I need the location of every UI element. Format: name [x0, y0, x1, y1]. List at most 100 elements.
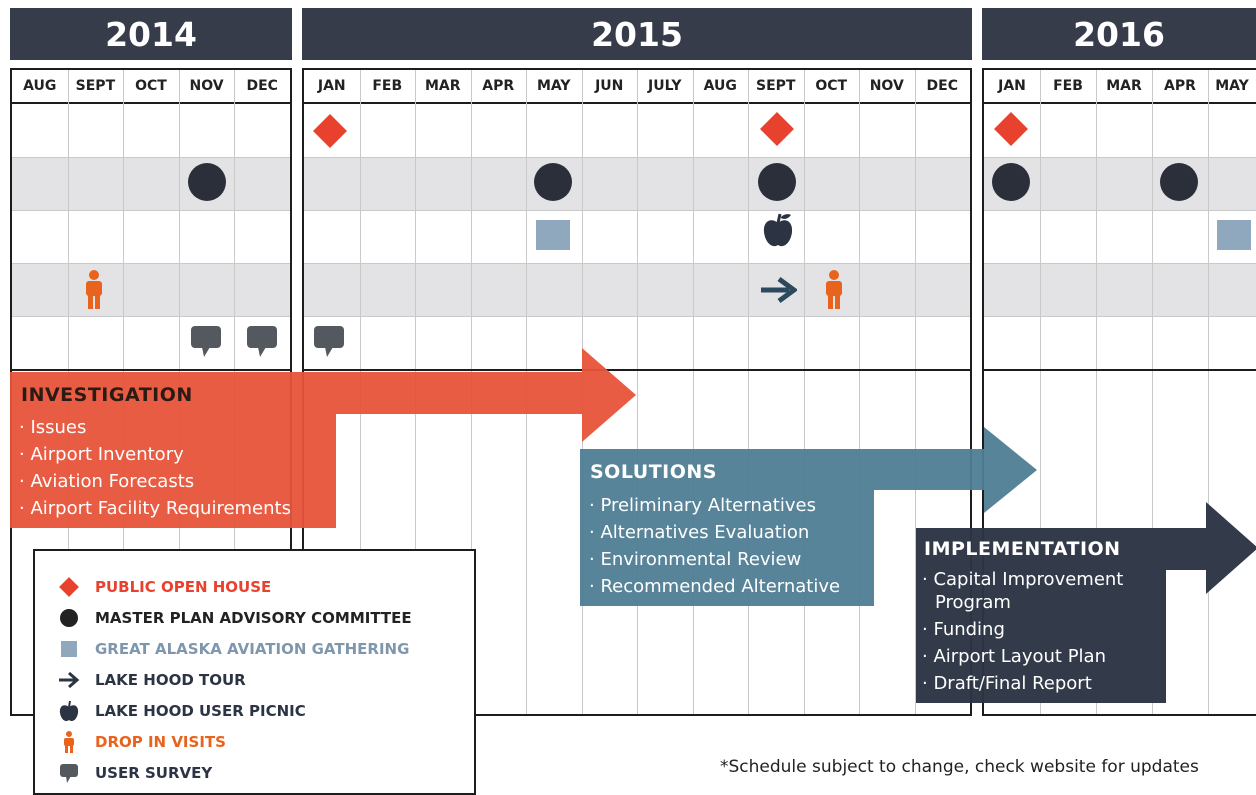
month-label: NOV [859, 70, 915, 104]
grid-column-line [748, 70, 749, 714]
grid-column-line [1208, 70, 1209, 714]
person-icon [826, 270, 842, 309]
legend: PUBLIC OPEN HOUSE MASTER PLAN ADVISORY C… [33, 549, 476, 795]
person-icon [86, 270, 102, 309]
solutions-item: · Recommended Alternative [589, 576, 841, 597]
grid-row-line [984, 157, 1256, 158]
solutions-item: · Preliminary Alternatives [589, 495, 816, 516]
investigation-item: · Airport Inventory [19, 444, 184, 465]
footnote: *Schedule subject to change, check websi… [720, 757, 1199, 777]
apple-icon [763, 213, 793, 247]
arrow-icon [761, 276, 797, 304]
legend-row-advisory-committee: MASTER PLAN ADVISORY COMMITTEE [57, 605, 412, 631]
month-label: MAR [415, 70, 471, 104]
investigation-item: · Aviation Forecasts [19, 471, 195, 492]
grid-column-line [914, 70, 916, 714]
grid-column-line [803, 70, 805, 714]
legend-row-user-survey: USER SURVEY [57, 760, 212, 786]
legend-row-lake-hood-tour: LAKE HOOD TOUR [57, 667, 246, 693]
solutions-item: · Environmental Review [589, 549, 802, 570]
solutions-arrow [580, 427, 1037, 606]
circle-icon [57, 606, 81, 630]
legend-row-drop-in: DROP IN VISITS [57, 729, 226, 755]
legend-row-picnic: LAKE HOOD USER PICNIC [57, 698, 306, 724]
legend-label: GREAT ALASKA AVIATION GATHERING [95, 640, 410, 658]
grid-column-line [692, 70, 694, 714]
implementation-arrow [916, 502, 1256, 703]
month-label: JAN [304, 70, 360, 104]
grid-row-line [12, 157, 290, 158]
implementation-item: · Funding [922, 619, 1005, 640]
grid-row-line [12, 210, 290, 211]
person-icon [57, 730, 81, 754]
grid-row-line [304, 157, 970, 158]
speech-bubble-icon [314, 326, 344, 357]
grid-column-line [859, 70, 860, 714]
implementation-item: · Airport Layout Plan [922, 646, 1106, 667]
month-label: JUN [581, 70, 637, 104]
month-label: FEB [1040, 70, 1096, 104]
speech-bubble-icon [247, 326, 277, 357]
legend-label: DROP IN VISITS [95, 733, 226, 751]
circle-icon [992, 163, 1030, 201]
investigation-item: · Issues [19, 417, 87, 438]
year-header-2015: 2015 [302, 8, 972, 60]
month-label: MAY [1208, 70, 1256, 104]
grid-row-line [984, 263, 1256, 264]
month-label: FEB [359, 70, 415, 104]
solutions-title: SOLUTIONS [590, 461, 717, 483]
legend-label: USER SURVEY [95, 764, 213, 782]
month-label: APR [470, 70, 526, 104]
investigation-arrow [10, 348, 636, 528]
month-label: AUG [12, 70, 68, 104]
month-label: AUG [692, 70, 748, 104]
year-header-2016: 2016 [982, 8, 1256, 60]
implementation-item: · Capital Improvement [922, 569, 1124, 590]
year-header-2014: 2014 [10, 8, 292, 60]
grid-shade-row [984, 263, 1256, 316]
implementation-item: Program [935, 592, 1011, 613]
arrow-icon [57, 668, 81, 692]
circle-icon [188, 163, 226, 201]
square-icon [1217, 220, 1251, 250]
circle-icon [1160, 163, 1198, 201]
month-label: DEC [914, 70, 970, 104]
grid-row-line [304, 369, 970, 371]
month-label: OCT [123, 70, 179, 104]
implementation-title: IMPLEMENTATION [924, 538, 1121, 560]
grid-row-line [12, 369, 290, 371]
grid-shade-row [12, 157, 290, 210]
speech-bubble-icon [57, 761, 81, 785]
legend-row-aviation-gathering: GREAT ALASKA AVIATION GATHERING [57, 636, 409, 662]
apple-icon [57, 699, 81, 723]
grid-row-line [304, 210, 970, 211]
legend-label: PUBLIC OPEN HOUSE [95, 578, 272, 596]
investigation-title: INVESTIGATION [21, 384, 193, 406]
grid-column-line [637, 70, 638, 714]
month-label: OCT [803, 70, 859, 104]
grid-column-line [1040, 70, 1041, 714]
month-label: JULY [637, 70, 693, 104]
grid-row-line [304, 316, 970, 317]
grid-row-line [12, 316, 290, 317]
grid-row-line [984, 369, 1256, 371]
grid-row-line [984, 210, 1256, 211]
legend-row-open-house: PUBLIC OPEN HOUSE [57, 574, 271, 600]
month-label: NOV [178, 70, 235, 104]
grid-column-line [1096, 70, 1097, 714]
implementation-item: · Draft/Final Report [922, 673, 1092, 694]
month-label: SEPT [67, 70, 124, 104]
legend-label: LAKE HOOD TOUR [95, 671, 246, 689]
speech-bubble-icon [191, 326, 221, 357]
circle-icon [758, 163, 796, 201]
solutions-item: · Alternatives Evaluation [589, 522, 810, 543]
month-label: JAN [984, 70, 1040, 104]
grid-column-line [1152, 70, 1153, 714]
grid-row-line [984, 316, 1256, 317]
investigation-item: · Airport Facility Requirements [19, 498, 291, 519]
grid-row-line [304, 263, 970, 264]
grid-row-line [12, 263, 290, 264]
month-label: DEC [234, 70, 290, 104]
grid-shade-row [12, 263, 290, 316]
